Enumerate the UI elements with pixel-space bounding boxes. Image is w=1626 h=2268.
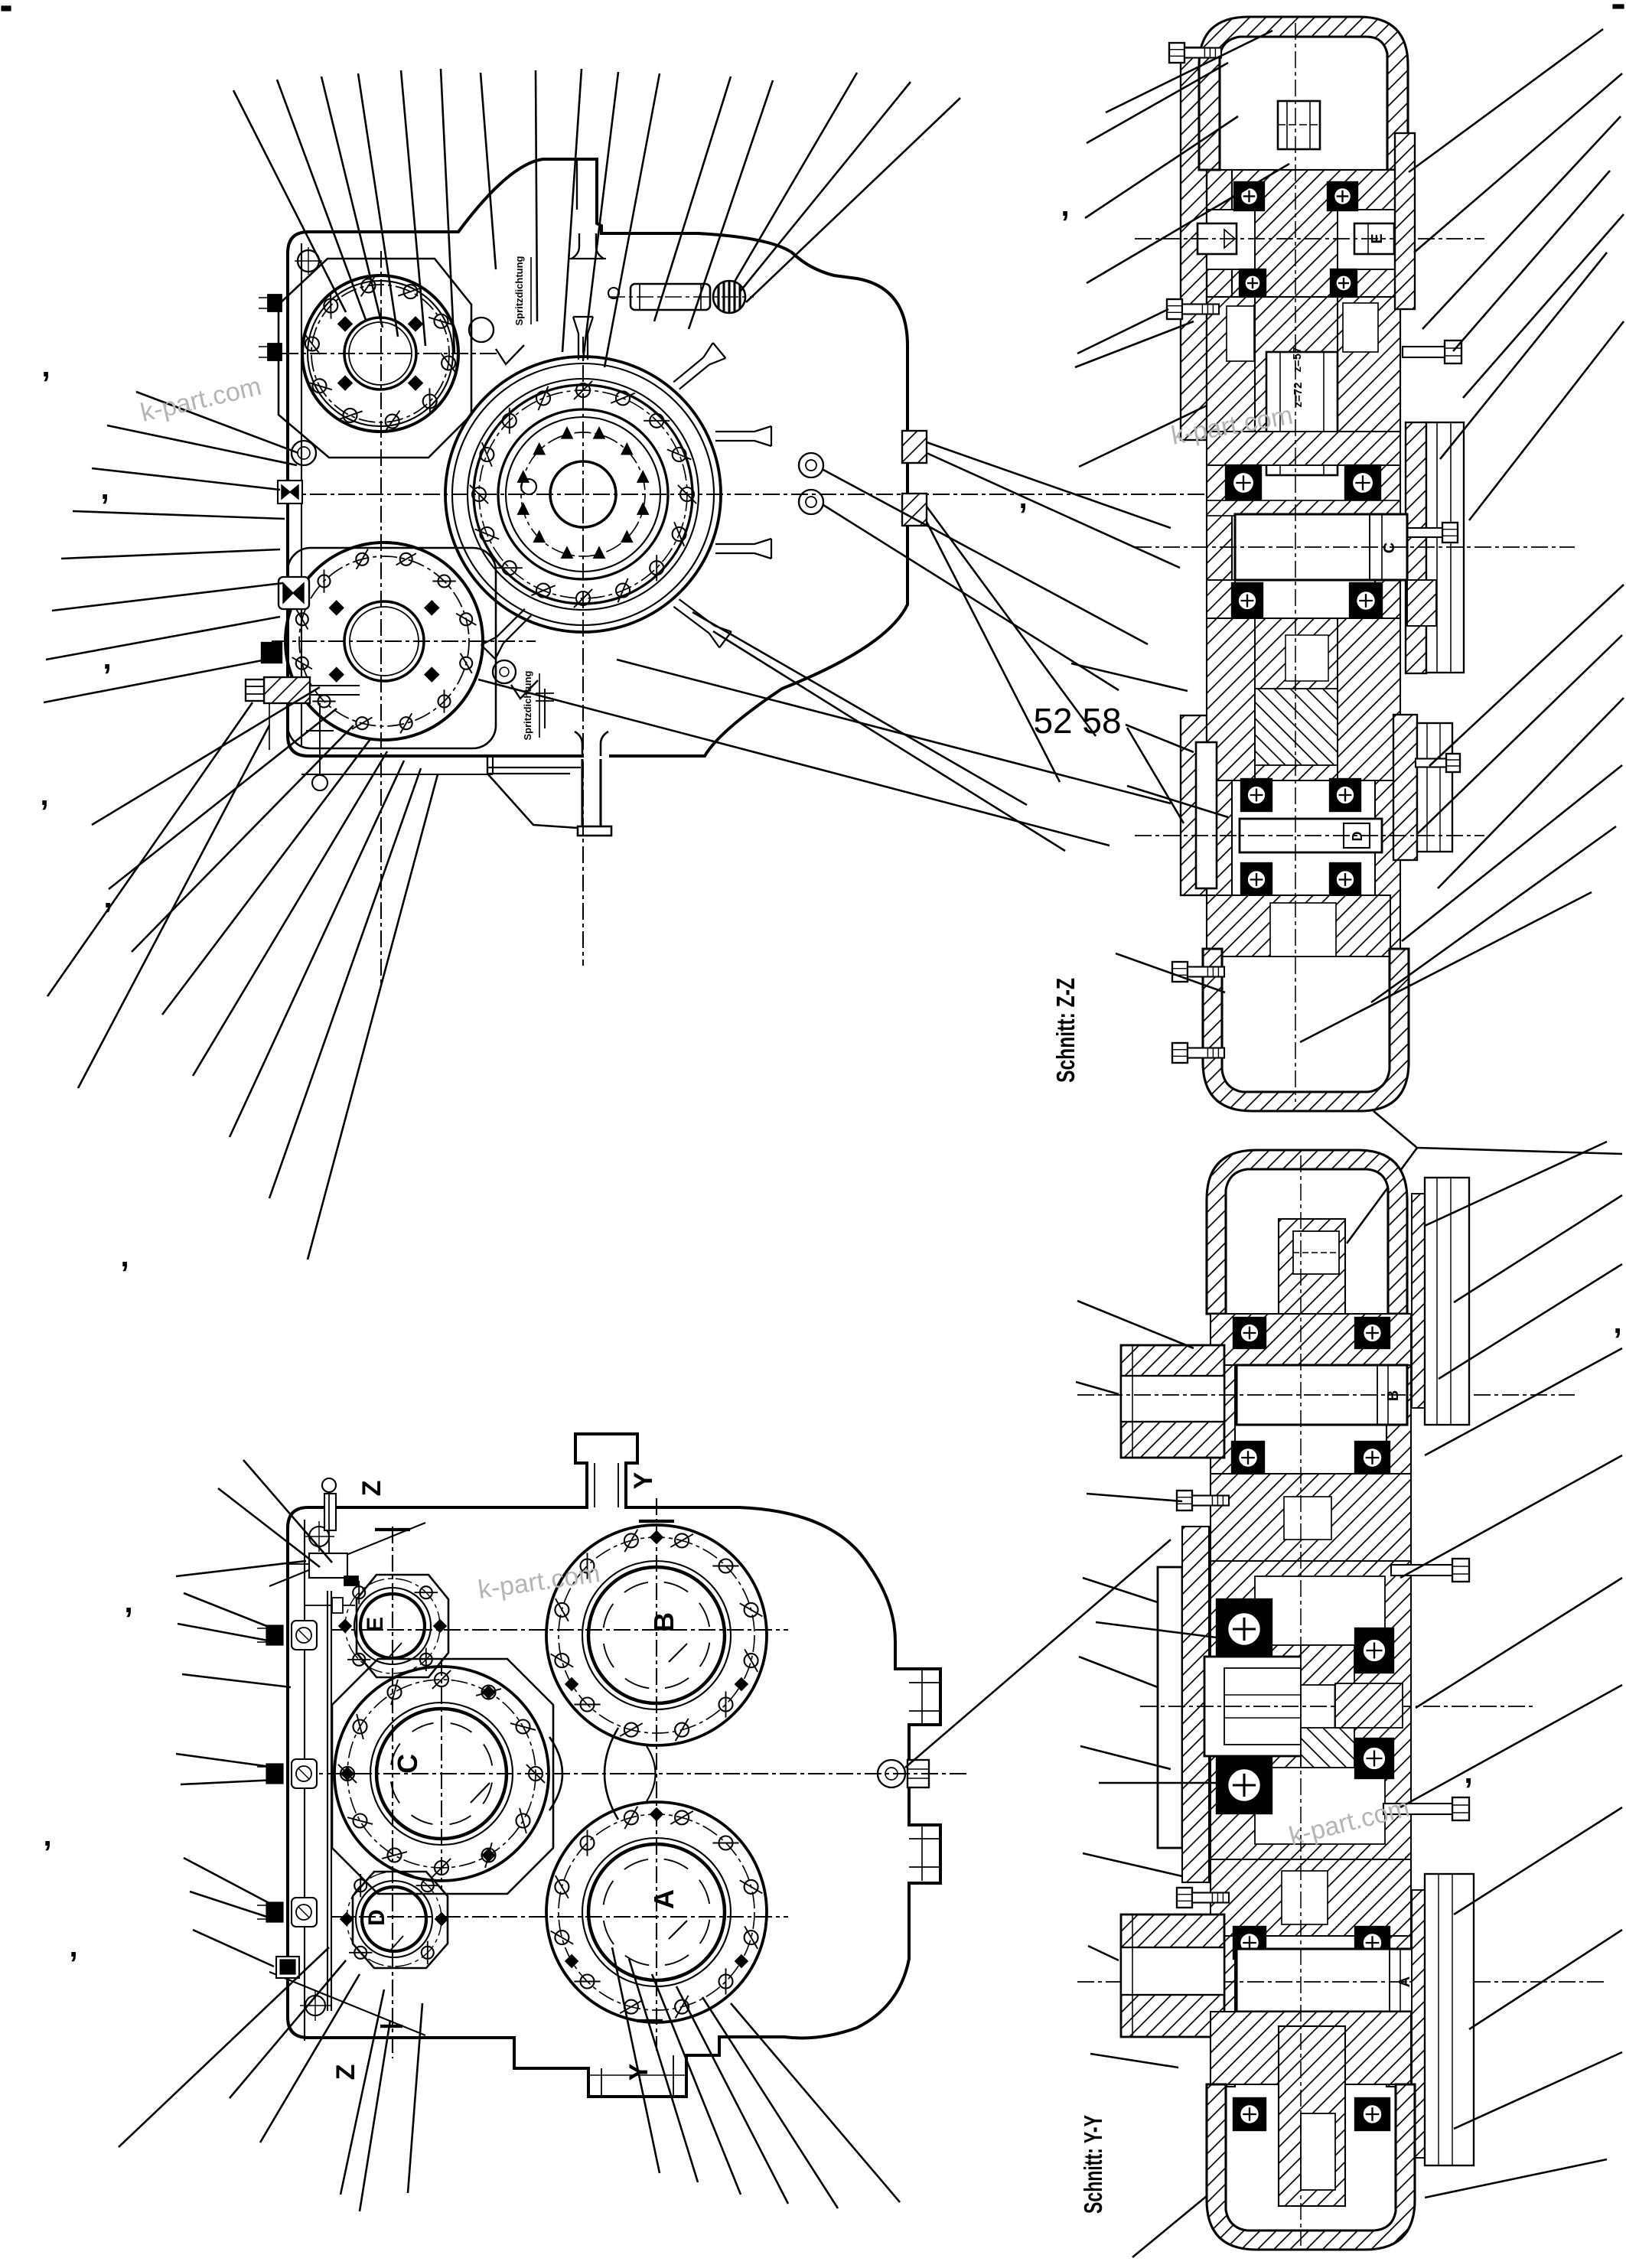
svg-text:,: , [40, 778, 48, 812]
svg-text:D: D [364, 1909, 389, 1926]
svg-text:,: , [103, 881, 112, 914]
svg-text:,: , [43, 1819, 51, 1853]
svg-text:z=72: z=72 [1292, 383, 1305, 408]
svg-text:Schnitt: Y-Y: Schnitt: Y-Y [1079, 2115, 1107, 2214]
svg-text:z=57: z=57 [1291, 347, 1304, 373]
svg-text:C: C [392, 1754, 423, 1774]
svg-text:,: , [103, 642, 111, 676]
svg-text:Y: Y [629, 1471, 658, 1489]
svg-text:B: B [648, 1612, 679, 1632]
svg-text:,: , [1464, 1756, 1472, 1790]
svg-text:,: , [1613, 1306, 1621, 1340]
svg-text:Z: Z [331, 2064, 360, 2081]
svg-text:52 58: 52 58 [1033, 701, 1121, 741]
svg-text:D: D [1350, 832, 1365, 842]
svg-text:E: E [363, 1617, 388, 1632]
svg-text:,: , [1018, 481, 1027, 515]
svg-text:B: B [1385, 1390, 1402, 1401]
svg-text:C: C [1381, 543, 1398, 553]
svg-text:Z: Z [357, 1481, 386, 1497]
svg-text:Spritzdichtung: Spritzdichtung [522, 670, 533, 740]
svg-text:,: , [1061, 189, 1069, 223]
svg-text:Spritzdichtung: Spritzdichtung [513, 256, 525, 325]
svg-text:,: , [69, 1930, 77, 1963]
svg-text:,: , [120, 1240, 129, 1273]
svg-text:,: , [100, 472, 109, 506]
svg-text:,: , [41, 350, 50, 383]
svg-text:,: , [124, 1585, 132, 1619]
svg-text:Schnitt: Z-Z: Schnitt: Z-Z [1051, 978, 1080, 1083]
svg-text:A: A [648, 1889, 679, 1909]
